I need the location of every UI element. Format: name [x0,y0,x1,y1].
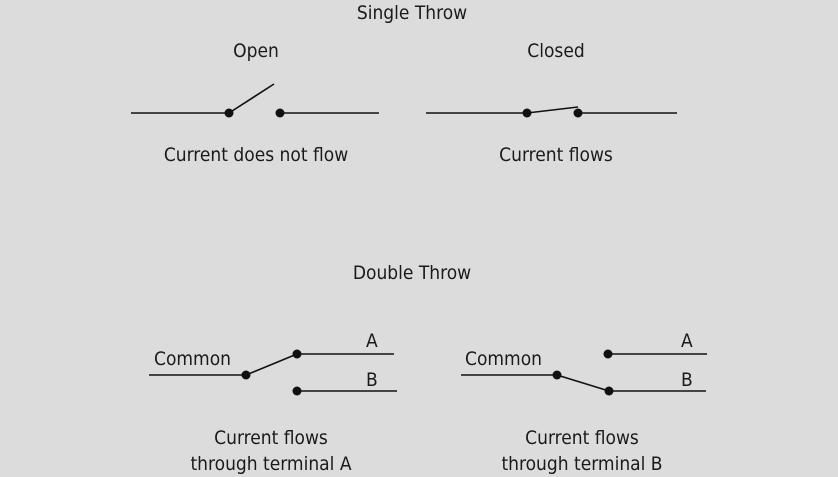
dt-b-terminal-a-contact [603,349,613,359]
dt-b-common-contact [552,370,562,380]
closed-switch-blade [526,106,579,114]
dt-a-common-contact [241,370,251,380]
caption-a-line1: Current flows [214,427,328,449]
common-label-a: Common [154,348,231,370]
closed-left-contact [522,108,532,118]
caption-a-line2: through terminal A [190,453,352,475]
terminal-a-label-b: A [681,330,693,352]
dt-b-terminal-b-contact [604,386,614,396]
closed-caption: Current flows [499,144,613,166]
open-label: Open [233,40,279,62]
terminal-b-label-b: B [681,369,693,391]
single-throw-closed-switch [426,106,677,118]
open-caption: Current does not flow [163,144,349,166]
single-throw-open-switch [131,83,379,118]
closed-label: Closed [527,40,585,62]
double-throw-title: Double Throw [352,262,472,284]
common-label-b: Common [465,348,542,370]
closed-right-contact [573,108,583,118]
terminal-a-label-a: A [366,330,378,352]
double-throw-switch-a [149,349,397,396]
open-left-contact [224,108,234,118]
caption-b-line2: through terminal B [501,453,663,475]
double-throw-caption-a: Current flows through terminal A [190,425,351,477]
caption-b-line1: Current flows [525,427,639,449]
double-throw-switch-b [461,349,707,396]
dt-a-switch-blade [245,353,298,376]
dt-b-switch-blade [556,374,610,392]
terminal-b-label-a: B [366,369,378,391]
open-switch-blade [228,83,275,114]
open-right-contact [275,108,285,118]
dt-a-terminal-a-contact [292,349,302,359]
dt-a-terminal-b-contact [292,386,302,396]
double-throw-caption-b: Current flows through terminal B [501,425,662,477]
single-throw-title: Single Throw [356,2,468,24]
